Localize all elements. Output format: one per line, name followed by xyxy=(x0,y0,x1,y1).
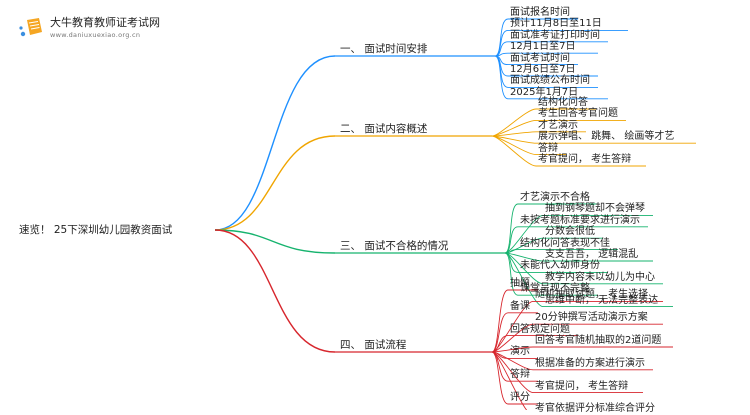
branch-label: 四、 面试流程 xyxy=(340,339,407,351)
leaf-label: 未按考题标准要求进行演示 xyxy=(520,214,640,226)
leaf-label: 根据准备的方案进行演示 xyxy=(535,357,645,369)
branch-connector xyxy=(214,135,336,231)
leaf-label: 回答考官随机抽取的2道问题 xyxy=(535,335,662,346)
leaf-label: 结构化问答表现不佳 xyxy=(520,237,610,249)
brand-name: 大牛教育教师证考试网 xyxy=(50,16,160,29)
leaf-label: 预计11月8日至11日 xyxy=(510,18,602,30)
branch-connector xyxy=(214,229,336,353)
branch-connector xyxy=(214,229,336,254)
leaf-label: 答辩 xyxy=(510,369,530,381)
brand-url: www.daniuxuexiao.org.cn xyxy=(50,31,141,39)
leaf-label: 考官依据评分标准综合评分 xyxy=(535,403,655,415)
branch-label: 二、 面试内容概述 xyxy=(340,123,428,135)
leaf-label: 演示 xyxy=(510,346,530,358)
leaf-connector xyxy=(491,351,509,405)
leaf-connector xyxy=(494,18,509,57)
leaf-connector xyxy=(491,351,528,410)
leaf-label: 考官提问， 考生答辩 xyxy=(535,380,629,392)
leaf-label: 考生回答考官问题 xyxy=(538,108,618,120)
leaf-label: 备课 xyxy=(510,300,530,312)
leaf-label: 结构化问答 xyxy=(538,97,588,108)
leaf-label: 面试报名时间 xyxy=(510,7,570,18)
leaf-label: 面试考试时间 xyxy=(510,52,570,64)
leaf-label: 2025年1月7日 xyxy=(510,86,579,98)
leaf-label: 展示弹唱、 跳舞、 绘画等才艺 xyxy=(538,131,675,143)
branch-label: 三、 面试不合格的情况 xyxy=(340,240,449,252)
leaf-label: 课堂呈现不完整 xyxy=(520,283,590,295)
leaf-connector xyxy=(491,312,509,353)
root-topic: 速览！ 25下深圳幼儿园教资面试 xyxy=(19,224,173,236)
branch-label: 一、 面试时间安排 xyxy=(340,43,428,55)
leaf-label: 随机抽取试题， 考生选择 xyxy=(535,289,649,301)
leaf-label: 20分钟撰写活动演示方案 xyxy=(535,312,648,324)
leaf-label: 考官提问， 考生答辩 xyxy=(538,154,632,165)
leaf-connector xyxy=(504,203,519,254)
leaf-connector xyxy=(504,226,519,254)
leaf-label: 面试成绩公布时间 xyxy=(510,75,590,87)
leaf-label: 分数会很低 xyxy=(545,226,595,238)
leaf-label: 回答规定问题 xyxy=(510,323,570,335)
leaf-connector xyxy=(494,29,509,57)
leaf-label: 评分 xyxy=(510,392,530,403)
leaf-label: 答辩 xyxy=(538,142,558,154)
leaf-connector xyxy=(494,55,509,77)
leaf-connector xyxy=(491,135,537,167)
branch-connector xyxy=(214,55,336,231)
book-logo-icon xyxy=(18,14,46,42)
leaf-label: 教学内容未以幼儿为中心 xyxy=(545,271,655,283)
leaf-connector xyxy=(504,252,544,308)
leaf-label: 思维中断， 无法完整表达 xyxy=(545,294,659,306)
leaf-connector xyxy=(494,55,509,100)
leaf-connector xyxy=(504,252,519,273)
leaf-label: 12月6日至7日 xyxy=(510,64,576,75)
leaf-label: 面试准考证打印时间 xyxy=(510,29,600,41)
leaf-label: 未能代入幼师身份 xyxy=(520,260,600,272)
leaf-connector xyxy=(491,351,509,382)
leaf-label: 支支吾吾， 逻辑混乱 xyxy=(545,249,639,260)
leaf-label: 抽到钢琴题却不会弹琴 xyxy=(545,203,645,215)
leaf-label: 才艺演示 xyxy=(538,119,578,131)
leaf-label: 12月1日至7日 xyxy=(510,41,576,53)
leaf-label: 才艺演示不合格 xyxy=(520,192,590,203)
leaf-label: 抽题 xyxy=(510,278,530,289)
